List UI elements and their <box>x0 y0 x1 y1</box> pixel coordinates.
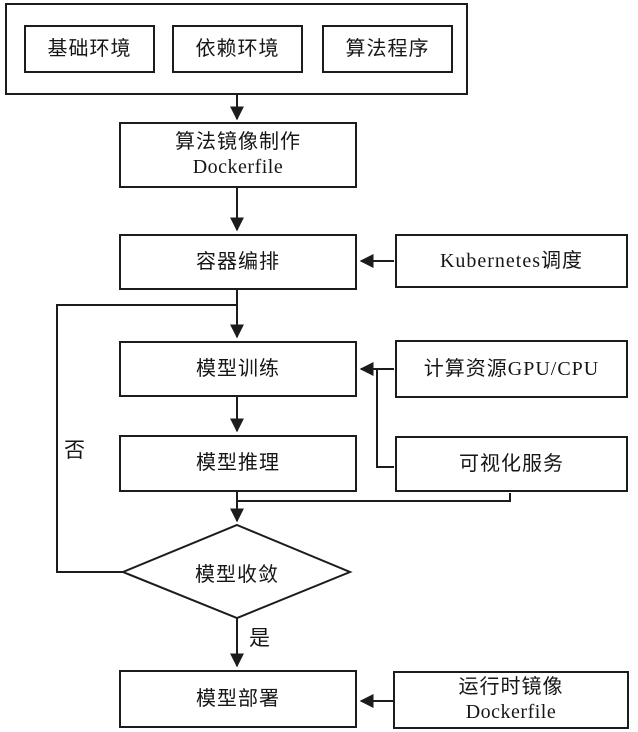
node-kubernetes-scheduling-label: Kubernetes调度 <box>439 249 584 272</box>
node-model-deployment: 模型部署 <box>119 670 357 728</box>
node-visualization-service: 可视化服务 <box>395 436 628 492</box>
node-algorithm-program-label: 算法程序 <box>345 37 430 60</box>
node-runtime-image: 运行时镜像 Dockerfile <box>393 671 629 729</box>
node-kubernetes-scheduling: Kubernetes调度 <box>395 234 628 288</box>
node-base-environment: 基础环境 <box>24 25 155 73</box>
node-runtime-image-label: 运行时镜像 <box>458 676 564 698</box>
edge-visualization-branch-down <box>238 493 511 502</box>
node-dependency-environment-label: 依赖环境 <box>195 37 280 60</box>
node-container-orchestration: 容器编排 <box>119 234 357 290</box>
edge-label-yes: 是 <box>249 626 271 650</box>
node-model-inference-label: 模型推理 <box>196 452 280 474</box>
node-runtime-image-sublabel: Dockerfile <box>465 701 557 723</box>
node-model-training-label: 模型训练 <box>196 357 280 380</box>
node-algorithm-image-build: 算法镜像制作 Dockerfile <box>119 122 357 188</box>
node-base-environment-label: 基础环境 <box>47 37 132 60</box>
node-model-training: 模型训练 <box>119 341 357 397</box>
node-model-deployment-label: 模型部署 <box>196 687 280 710</box>
node-compute-resources-label: 计算资源GPU/CPU <box>423 357 600 380</box>
node-compute-resources: 计算资源GPU/CPU <box>395 340 628 398</box>
node-visualization-service-label: 可视化服务 <box>459 452 564 475</box>
node-model-inference: 模型推理 <box>119 435 357 492</box>
node-algorithm-image-build-sublabel: Dockerfile <box>192 156 284 178</box>
node-dependency-environment: 依赖环境 <box>172 25 303 73</box>
node-algorithm-image-build-label: 算法镜像制作 <box>175 131 301 153</box>
node-model-convergence-label: 模型收敛 <box>195 564 279 586</box>
edge-visualization-branch-up <box>376 370 394 468</box>
node-algorithm-program: 算法程序 <box>322 25 453 73</box>
node-container-orchestration-label: 容器编排 <box>196 250 280 273</box>
edge-label-no: 否 <box>64 438 86 462</box>
